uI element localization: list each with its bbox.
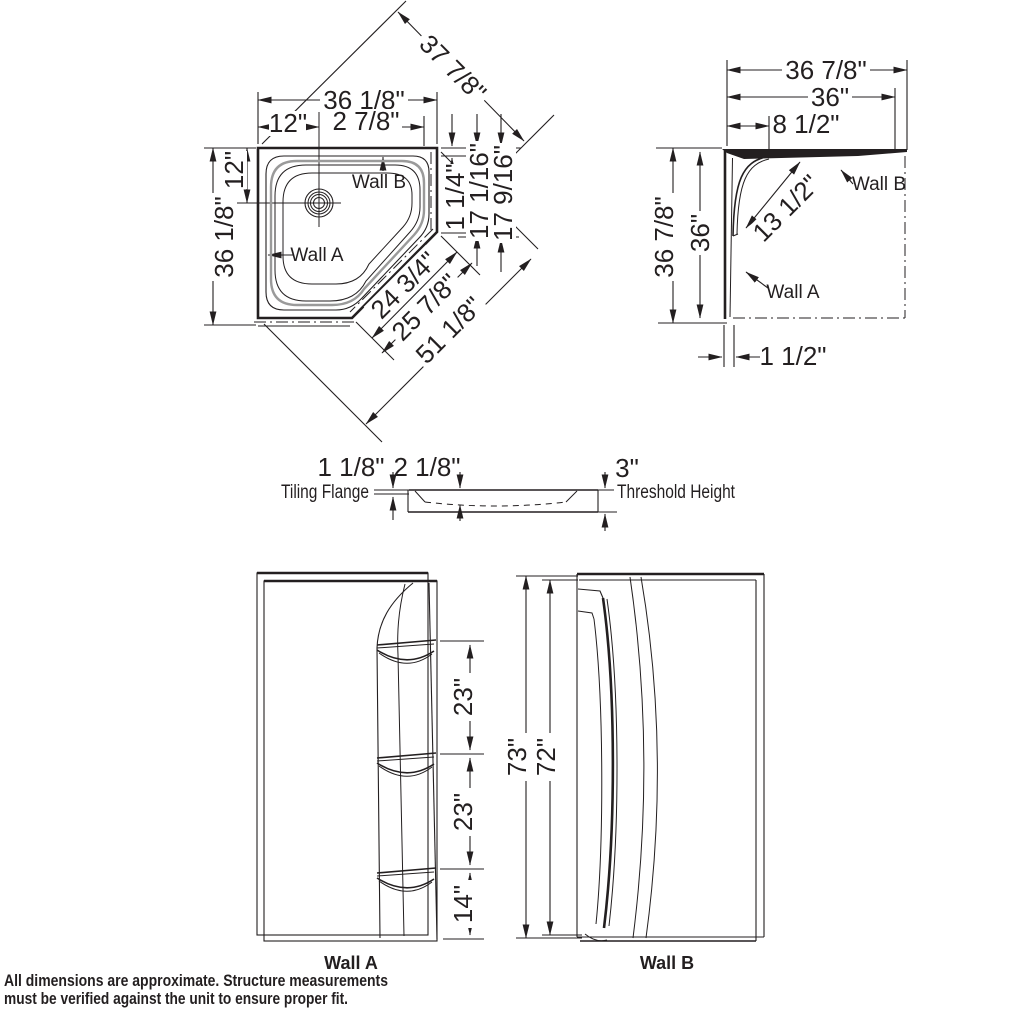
dim-wall-a-shelf-bottom: 14" [448,885,478,923]
corner-view-labels: 36 7/8" 36" 8 1/2" 36 7/8" 36" 13 1/2" W… [649,55,906,371]
plan-wall-b-label: Wall B [352,172,406,193]
footnote-line-2: must be verified against the unit to ens… [4,989,348,1008]
dim-corner-left-overall: 36 7/8" [649,196,679,278]
dim-corner-top-overall: 36 7/8" [785,55,867,85]
footnote: All dimensions are approximate. Structur… [4,971,388,1008]
dim-plan-left-height: 36 1/8" [209,196,239,278]
corner-view-linework [656,60,908,367]
wall-b-elevation-labels: 73" 72" Wall B [502,733,694,973]
section-view-linework [374,472,617,531]
corner-wall-b-label: Wall B [852,174,906,195]
footnote-line-1: All dimensions are approximate. Structur… [4,971,388,990]
wall-b-elevation-title: Wall B [640,953,694,973]
corner-wall-a-label: Wall A [766,282,819,303]
dim-plan-diagonal-overall: 37 7/8" [414,29,493,108]
wall-a-elevation-title: Wall A [324,953,378,973]
dim-corner-shelf-diag: 13 1/2" [747,169,826,248]
dim-plan-right-offset: 1 1/4" [440,163,470,230]
dim-wall-b-height-overall: 73" [502,738,532,776]
dim-corner-left-inner: 36" [685,214,715,252]
dim-plan-right-outer: 17 9/16" [488,145,518,241]
dim-wall-a-shelf-mid: 23" [448,793,478,831]
wall-a-elevation-labels: 23" 23" 14" Wall A [324,673,478,973]
section-view-labels: 1 1/8" 2 1/8" 3" Tiling Flange Threshold… [281,452,736,503]
section-tiling-flange-label: Tiling Flange [281,482,369,503]
plan-wall-a-label: Wall A [290,245,343,266]
dim-plan-top-drain-offset: 12" [269,108,307,138]
plan-view-labels: 37 7/8" 36 1/8" 12" 2 7/8" 36 1/8" 12" W… [209,26,518,371]
dim-wall-a-shelf-top: 23" [448,678,478,716]
wall-a-elevation-linework [256,571,484,942]
dim-corner-wall-thickness: 1 1/2" [759,341,826,371]
dim-corner-top-inner: 36" [811,82,849,112]
dim-section-basin-depth: 2 1/8" [393,452,460,482]
dim-plan-right-inner: 17 1/16" [464,143,494,239]
dim-plan-top-flange: 2 7/8" [332,106,399,136]
section-threshold-label: Threshold Height [617,482,736,503]
dim-section-flange-height: 1 1/8" [317,452,384,482]
dim-wall-b-height-inner: 72" [531,738,561,776]
dim-section-threshold: 3" [615,453,639,483]
dim-plan-left-drain-offset: 12" [219,151,249,189]
dim-corner-top-shelf: 8 1/2" [772,109,839,139]
